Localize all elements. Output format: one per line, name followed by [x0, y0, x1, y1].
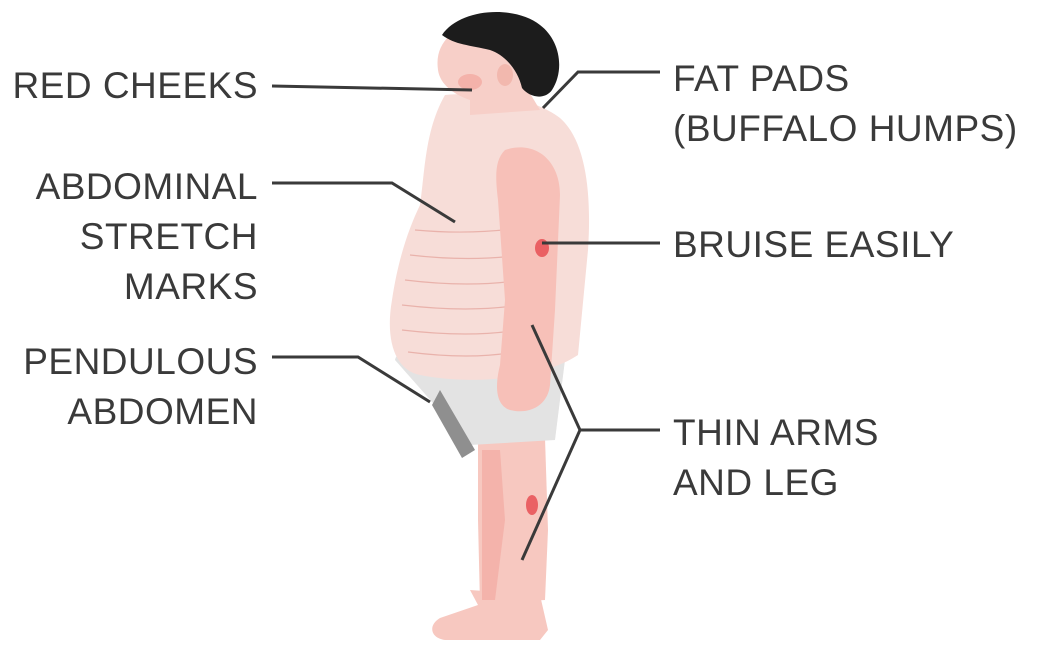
label-thin-arms-line-1: THIN ARMS	[673, 408, 1035, 458]
label-bruise-easily: BRUISE EASILY	[673, 220, 1035, 270]
label-abdominal-line-2: STRETCH	[0, 212, 258, 262]
label-pendulous-line-2: ABDOMEN	[0, 387, 258, 437]
label-fat-pads-line-2: (BUFFALO HUMPS)	[673, 104, 1035, 154]
label-red-cheeks: RED CHEEKS	[0, 61, 258, 111]
label-thin-arms-and-leg: THIN ARMS AND LEG	[673, 408, 1035, 508]
label-fat-pads-line-1: FAT PADS	[673, 54, 1035, 104]
label-thin-arms-line-2: AND LEG	[673, 458, 1035, 508]
ear	[497, 64, 513, 86]
label-pendulous-abdomen: PENDULOUS ABDOMEN	[0, 337, 258, 437]
label-abdominal-line-3: MARKS	[0, 262, 258, 312]
arm	[496, 147, 560, 411]
label-fat-pads: FAT PADS (BUFFALO HUMPS)	[673, 54, 1035, 154]
label-abdominal-line-1: ABDOMINAL	[0, 162, 258, 212]
label-abdominal-stretch-marks: ABDOMINAL STRETCH MARKS	[0, 162, 258, 312]
label-pendulous-line-1: PENDULOUS	[0, 337, 258, 387]
leg-bruise	[526, 495, 538, 515]
leader-red-cheeks	[272, 86, 472, 90]
label-red-cheeks-line: RED CHEEKS	[0, 61, 258, 111]
torso	[390, 94, 589, 380]
red-cheek	[458, 74, 482, 90]
label-bruise-line: BRUISE EASILY	[673, 220, 1035, 270]
leader-fat-pads	[543, 72, 660, 108]
